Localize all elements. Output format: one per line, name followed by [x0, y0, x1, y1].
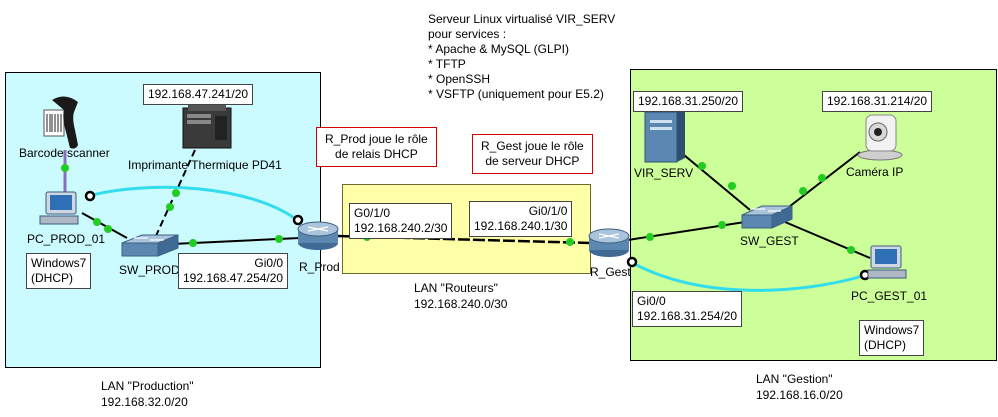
link-pc-prod-sw-prod	[81, 212, 128, 239]
interface-name: Gi0/0	[254, 256, 284, 270]
note-line: de serveur DHCP	[485, 154, 580, 168]
pc-gest-icon	[867, 245, 907, 279]
os-line: (DHCP)	[864, 338, 906, 352]
r-prod-dhcp-note: R_Prod joue le rôle de relais DHCP	[316, 127, 437, 167]
printer-icon	[182, 103, 232, 149]
os-line: (DHCP)	[31, 271, 73, 285]
server-info-line: * Apache & MySQL (GLPI)	[428, 42, 569, 56]
link-pc-prod-r-prod-console	[87, 185, 298, 222]
link-r-prod-r-gest	[337, 234, 591, 245]
link-r-gest-pc-gest-console	[630, 260, 867, 292]
port-indicator	[728, 182, 736, 190]
barcode-scanner-icon	[43, 96, 78, 149]
interface-ip: 192.168.31.254/20	[637, 309, 738, 323]
link-vir-serv-sw-gest	[677, 149, 751, 211]
zone-gestion-network: 192.168.16.0/20	[756, 388, 843, 402]
port-indicator	[292, 214, 304, 226]
r-gest-dhcp-note: R_Gest joue le rôle de serveur DHCP	[472, 134, 593, 174]
pc-prod-icon	[39, 191, 79, 225]
port-indicator	[698, 162, 706, 170]
zone-production-name: LAN "Production"	[101, 379, 194, 393]
port-indicators	[61, 162, 855, 254]
ip-camera-icon	[857, 114, 903, 161]
zone-routeurs-network: 192.168.240.0/30	[414, 297, 508, 311]
zone-routeurs-name: LAN "Routeurs"	[414, 281, 498, 295]
zone-gestion-name: LAN "Gestion"	[756, 372, 833, 386]
note-line: R_Gest joue le rôle	[481, 139, 584, 153]
pc-prod-label: PC_PROD_01	[27, 232, 106, 246]
printer-ip-label: 192.168.47.241/20	[143, 84, 254, 105]
port-indicator	[646, 233, 654, 241]
console-port-indicators	[84, 190, 871, 281]
server-info-line: pour services :	[428, 27, 507, 41]
port-indicator	[818, 174, 826, 182]
r-gest-label: R_Gest	[590, 265, 631, 279]
server-info-note: Serveur Linux virtualisé VIR_SERV pour s…	[428, 12, 615, 102]
link-r-gest-sw-gest	[627, 221, 746, 241]
r-gest-lan-interface: Gi0/0 192.168.31.254/20	[632, 291, 743, 327]
pc-prod-os-label: Windows7 (DHCP)	[26, 253, 92, 289]
interface-name: G0/1/0	[354, 206, 391, 220]
port-indicator	[275, 235, 283, 243]
interface-name: Gi0/1/0	[528, 204, 568, 218]
server-info-line: Serveur Linux virtualisé VIR_SERV	[428, 12, 616, 26]
note-line: R_Prod joue le rôle	[325, 132, 428, 146]
sw-gest-icon	[741, 205, 793, 229]
r-gest-router-icon	[588, 228, 630, 257]
server-icon	[644, 108, 685, 163]
port-indicator	[84, 190, 96, 202]
r-prod-router-icon	[297, 221, 339, 250]
barcode-scanner-label: Barcode scanner	[19, 146, 110, 160]
port-indicator	[93, 218, 101, 226]
port-indicator	[799, 187, 807, 195]
r-gest-wan-interface: Gi0/1/0 192.168.240.1/30	[469, 201, 573, 237]
pc-gest-label: PC_GEST_01	[851, 289, 928, 303]
port-indicator	[61, 164, 69, 172]
os-line: Windows7	[31, 256, 87, 270]
port-indicator	[718, 221, 726, 229]
port-indicator	[847, 246, 855, 254]
link-sw-gest-pc-gest	[784, 221, 871, 259]
os-line: Windows7	[864, 323, 920, 337]
interface-ip: 192.168.47.254/20	[183, 271, 284, 285]
port-indicator	[626, 256, 638, 268]
r-prod-lan-interface: Gi0/0 192.168.47.254/20	[178, 253, 289, 289]
port-indicator	[189, 239, 197, 247]
vir-serv-ip-label: 192.168.31.250/20	[633, 91, 744, 112]
interface-ip: 192.168.240.1/30	[474, 219, 568, 233]
port-indicator	[566, 238, 574, 246]
port-indicator	[104, 225, 112, 233]
camera-ip-label: 192.168.31.214/20	[822, 91, 933, 112]
camera-label: Caméra IP	[846, 165, 904, 179]
interface-ip: 192.168.240.2/30	[354, 221, 448, 235]
r-prod-wan-interface: G0/1/0 192.168.240.2/30	[349, 203, 453, 239]
server-info-line: * VSFTP (uniquement pour E5.2)	[428, 87, 604, 101]
sw-gest-label: SW_GEST	[740, 234, 799, 248]
server-info-line: * TFTP	[428, 57, 466, 71]
port-indicator	[166, 203, 174, 211]
interface-name: Gi0/0	[637, 294, 666, 308]
printer-label: Imprimante Thermique PD41	[128, 158, 282, 172]
zone-production-network: 192.168.32.0/20	[101, 395, 188, 409]
vir-serv-label: VIR_SERV	[634, 166, 694, 180]
note-line: de relais DHCP	[335, 147, 418, 161]
port-indicator	[172, 189, 180, 197]
r-prod-label: R_Prod	[299, 260, 340, 274]
pc-gest-os-label: Windows7 (DHCP)	[859, 320, 925, 356]
server-info-line: * OpenSSH	[428, 72, 491, 86]
sw-prod-label: SW_PROD	[119, 263, 180, 277]
sw-prod-icon	[121, 234, 179, 257]
